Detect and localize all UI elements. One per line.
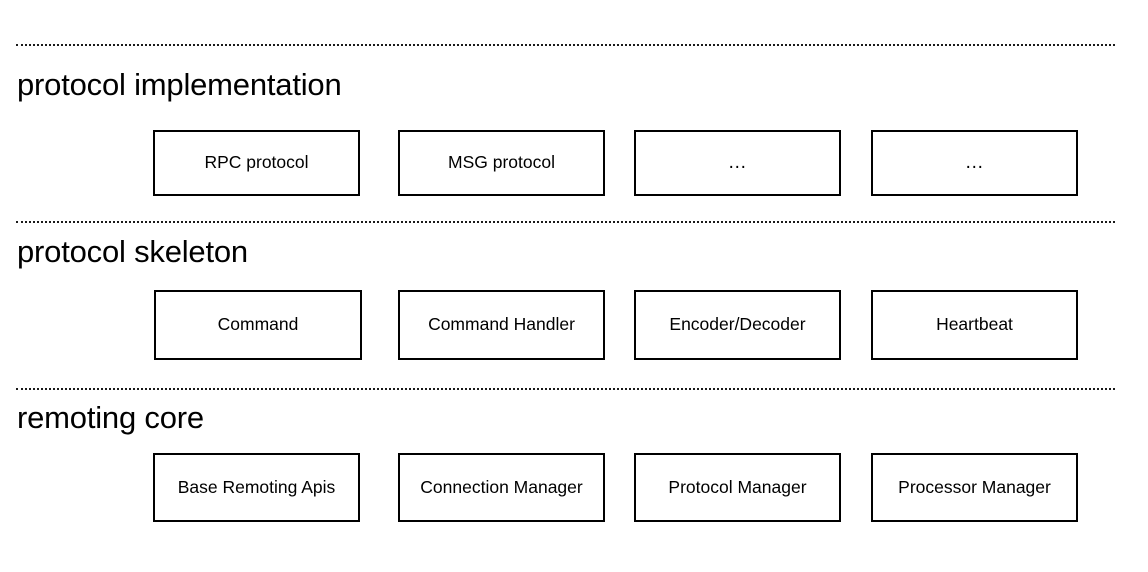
box-encoder-decoder[interactable]: Encoder/Decoder [634,290,841,360]
box-label: … [727,151,748,173]
box-label: Command [217,314,299,335]
layer-separator-2 [16,221,1115,223]
box-label: Protocol Manager [668,476,807,497]
box-label: … [964,151,985,173]
box-label: Base Remoting Apis [177,476,336,497]
box-processor-manager[interactable]: Processor Manager [871,453,1078,522]
box-label: Processor Manager [898,476,1051,497]
box-label: Heartbeat [936,314,1013,335]
box-protocol-placeholder-2[interactable]: … [871,130,1078,196]
box-command[interactable]: Command [154,290,362,360]
box-protocol-manager[interactable]: Protocol Manager [634,453,841,522]
box-label: MSG protocol [448,152,555,173]
layer-row-remoting-core: Base Remoting Apis Connection Manager Pr… [0,453,1148,522]
box-connection-manager[interactable]: Connection Manager [398,453,605,522]
layer-separator-1 [16,44,1115,46]
box-label: RPC protocol [204,152,309,173]
layer-separator-3 [16,388,1115,390]
layer-row-protocol-skeleton: Command Command Handler Encoder/Decoder … [0,290,1148,360]
box-msg-protocol[interactable]: MSG protocol [398,130,605,196]
layer-label-protocol-implementation: protocol implementation [17,67,342,102]
box-rpc-protocol[interactable]: RPC protocol [153,130,360,196]
layer-label-remoting-core: remoting core [17,400,204,435]
box-label: Command Handler [428,314,575,335]
box-label: Connection Manager [420,476,583,497]
layer-row-protocol-implementation: RPC protocol MSG protocol … … [0,130,1148,196]
box-base-remoting-apis[interactable]: Base Remoting Apis [153,453,360,522]
box-command-handler[interactable]: Command Handler [398,290,605,360]
box-heartbeat[interactable]: Heartbeat [871,290,1078,360]
box-protocol-placeholder-1[interactable]: … [634,130,841,196]
layer-label-protocol-skeleton: protocol skeleton [17,234,248,269]
box-label: Encoder/Decoder [669,314,806,335]
